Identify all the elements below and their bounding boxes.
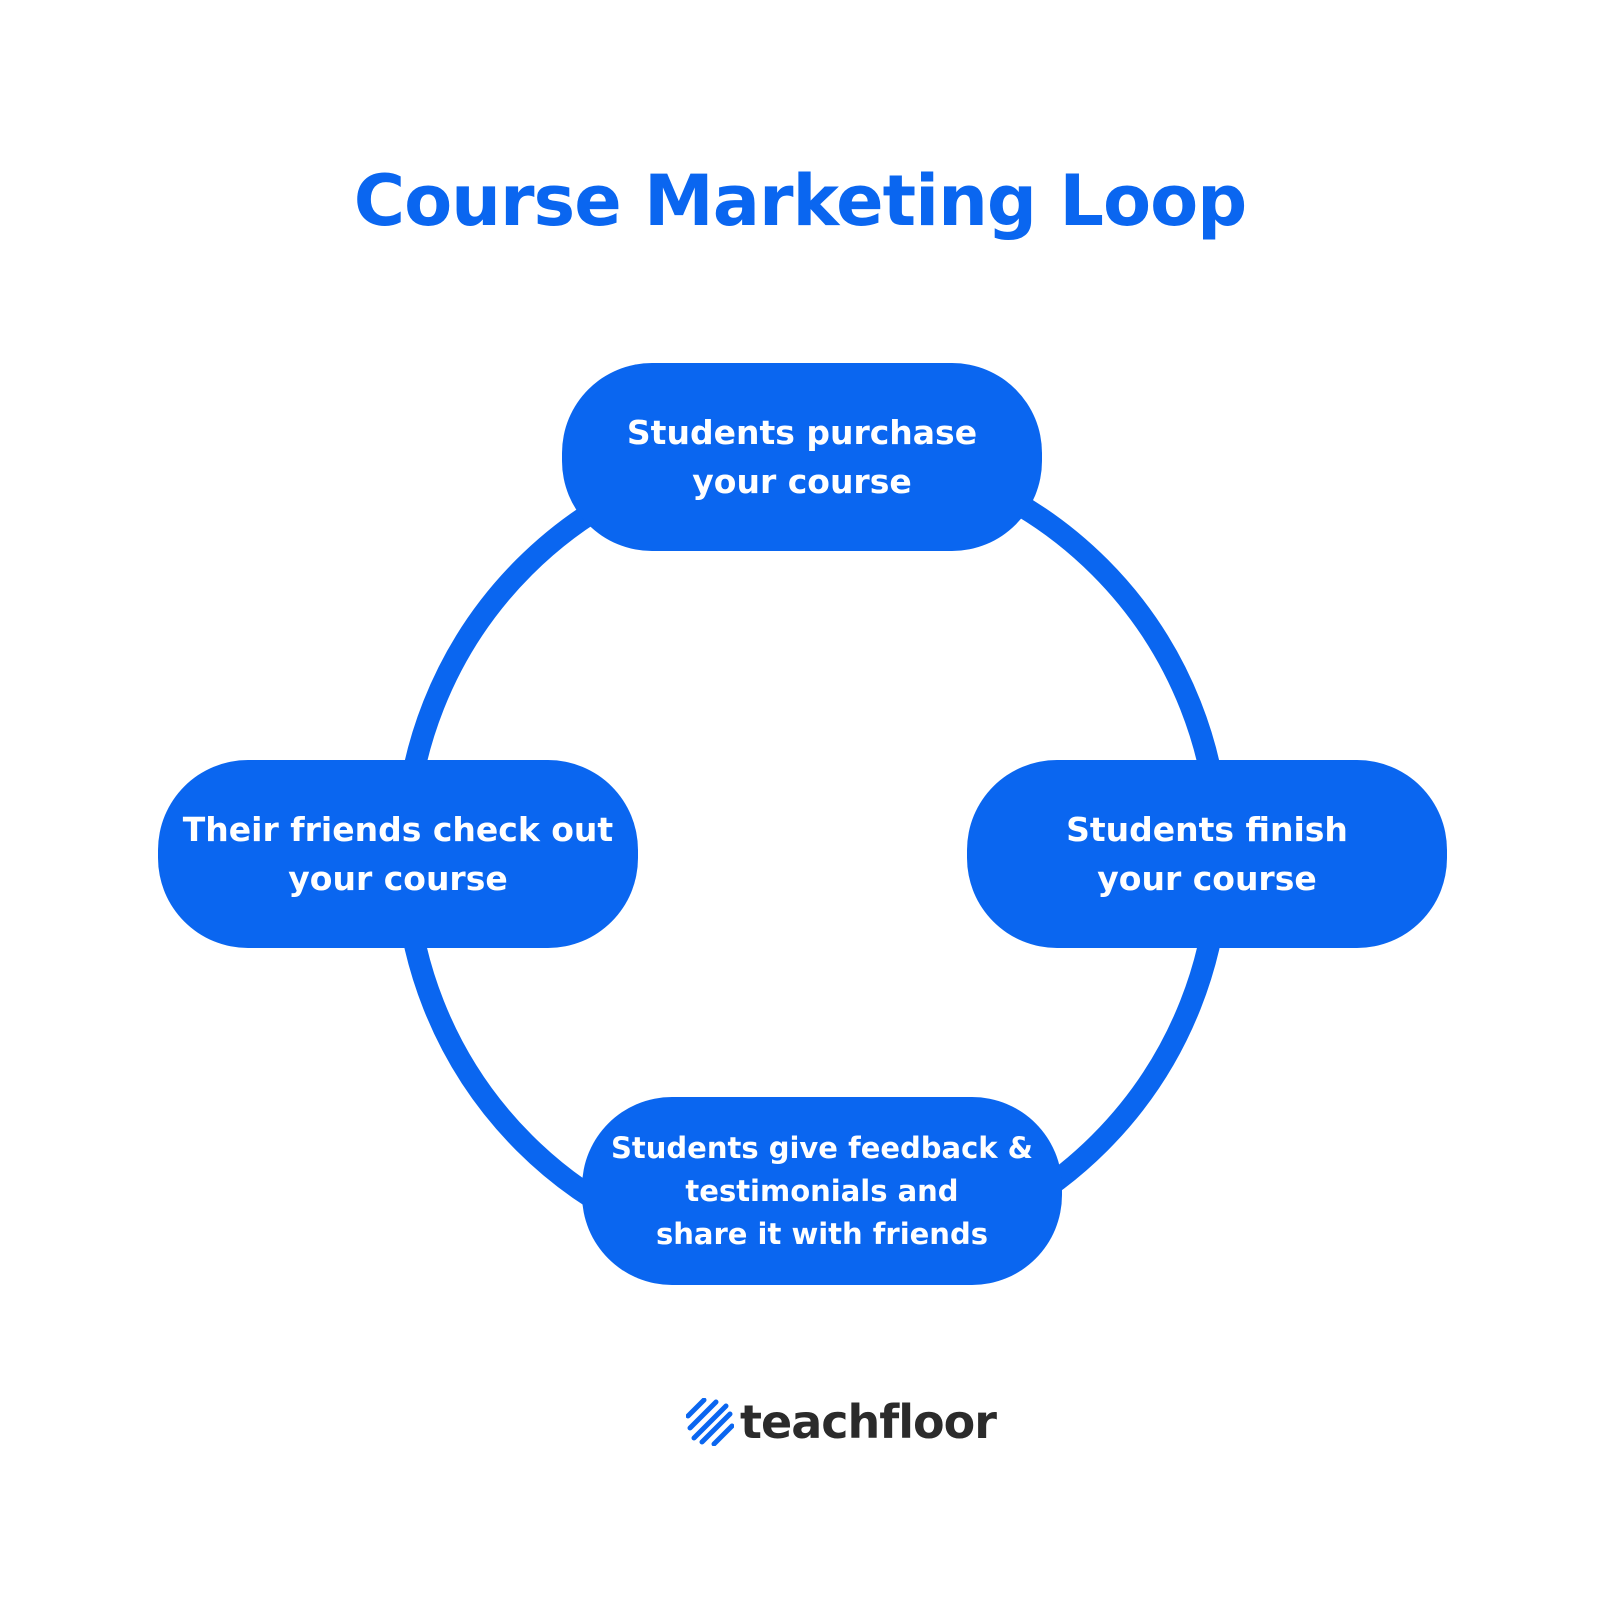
- node-line: Their friends check out: [182, 810, 614, 849]
- diagonal-stripes-icon: [686, 1398, 734, 1446]
- teachfloor-logo: teachfloor: [686, 1395, 997, 1449]
- node-students-purchase: Students purchase your course: [562, 363, 1042, 551]
- page-title: Course Marketing Loop: [353, 160, 1248, 242]
- node-line: share it with friends: [656, 1216, 988, 1251]
- node-line: Students purchase: [626, 413, 978, 452]
- node-friends-check-out: Their friends check out your course: [158, 760, 638, 948]
- node-line: your course: [692, 462, 912, 501]
- node-students-feedback: Students give feedback & testimonials an…: [582, 1097, 1062, 1285]
- node-line: testimonials and: [685, 1173, 959, 1208]
- node-line: Students finish: [1066, 810, 1348, 849]
- node-line: your course: [288, 859, 508, 898]
- node-line: your course: [1097, 859, 1317, 898]
- node-students-finish: Students finish your course: [967, 760, 1447, 948]
- node-line: Students give feedback &: [611, 1130, 1033, 1165]
- logo-text: teachfloor: [740, 1395, 997, 1449]
